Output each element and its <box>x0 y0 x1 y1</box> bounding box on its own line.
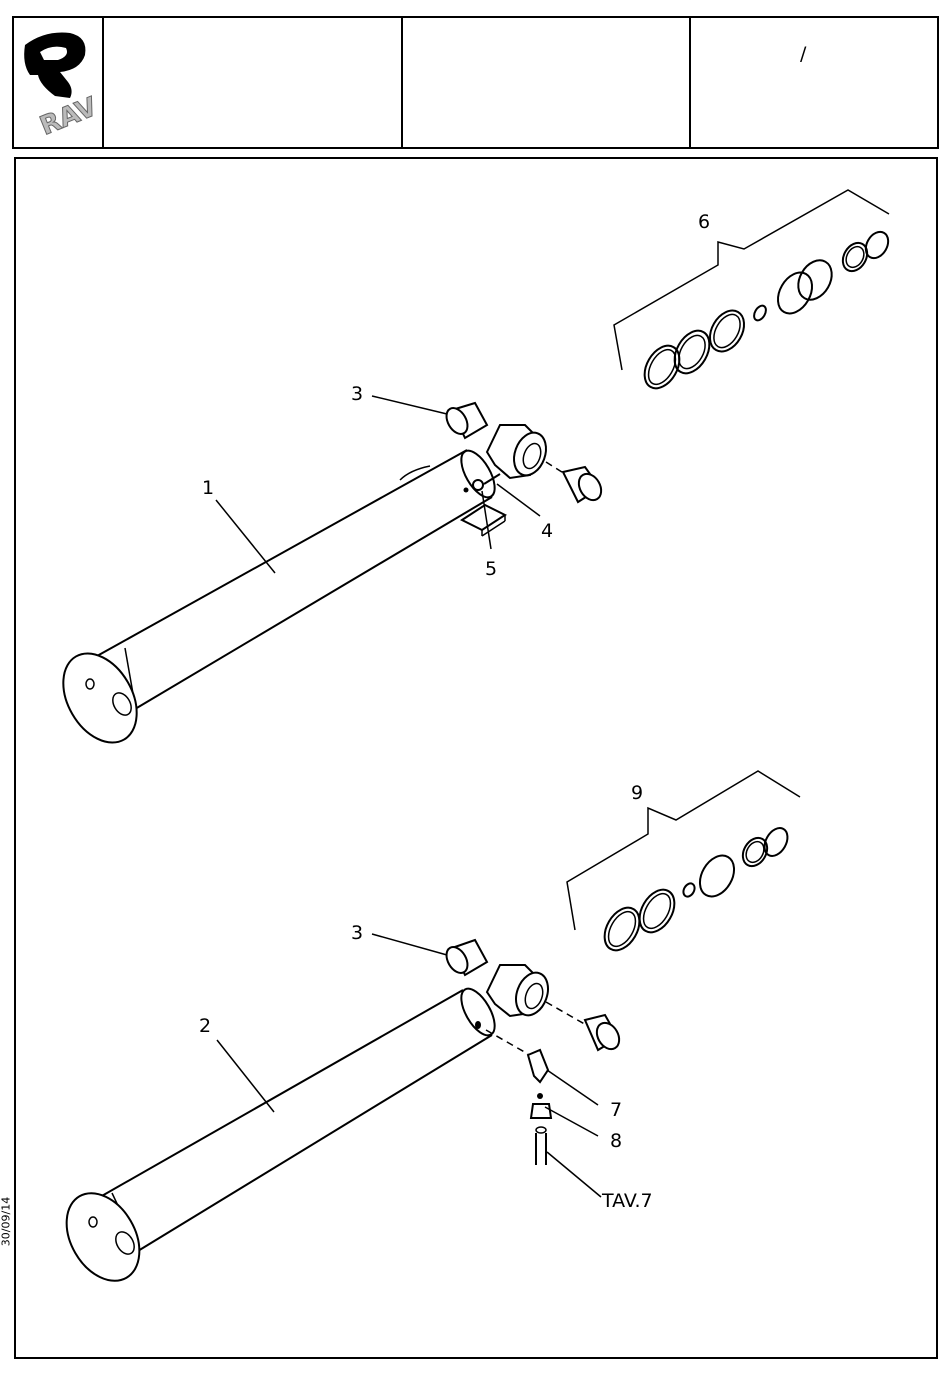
title-block: / <box>13 17 938 148</box>
callout-6: 6 <box>698 211 710 233</box>
side-date: 30/09/14 <box>0 1192 13 1252</box>
callout-2: 2 <box>199 1015 211 1037</box>
main-frame <box>15 158 937 1358</box>
title-cell-3: / <box>800 43 807 65</box>
bushing-right-lower <box>585 1015 624 1053</box>
bushing-right-upper <box>563 467 606 504</box>
logo-text: RAV <box>36 92 101 142</box>
cylinder-2 <box>52 940 624 1294</box>
callout-4: 4 <box>541 520 553 542</box>
callout-tav7: TAV.7 <box>601 1190 653 1212</box>
callout-9: 9 <box>631 782 643 804</box>
callout-5: 5 <box>485 558 497 580</box>
cylinder-1 <box>48 403 605 756</box>
bushing-3-lower <box>442 940 487 977</box>
bushing-3-upper <box>442 403 487 438</box>
rav-logo: RAV <box>24 33 101 142</box>
callout-3-lower: 3 <box>351 922 363 944</box>
seal-kit-6 <box>614 190 893 394</box>
seal-kit-9 <box>567 771 800 956</box>
callout-3-upper: 3 <box>351 383 363 405</box>
callout-1: 1 <box>202 477 214 499</box>
callout-7: 7 <box>610 1099 622 1121</box>
callout-8: 8 <box>610 1130 622 1152</box>
